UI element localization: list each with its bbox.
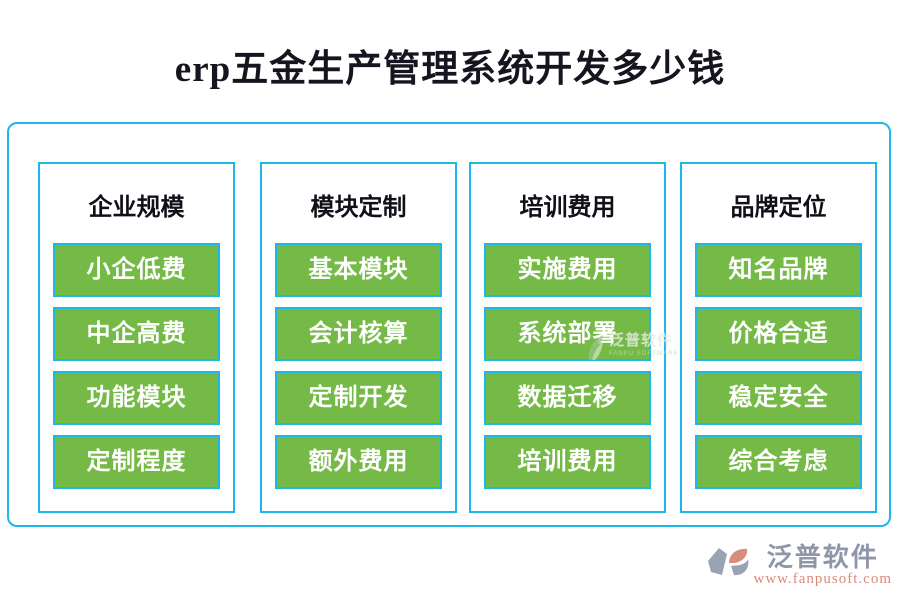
fanpu-website-text: www.fanpusoft.com	[753, 571, 892, 587]
item-box: 中企高费	[53, 307, 220, 361]
item-box: 知名品牌	[695, 243, 862, 297]
item-box: 系统部署	[484, 307, 651, 361]
fanpu-brand-text: 泛普软件	[766, 543, 879, 572]
item-box: 数据迁移	[484, 371, 651, 425]
column-header: 模块定制	[310, 195, 407, 221]
item-box: 基本模块	[275, 243, 442, 297]
column-header: 品牌定位	[730, 195, 827, 221]
column-module-customization: 模块定制 基本模块 会计核算 定制开发 额外费用	[260, 162, 457, 513]
diagram-frame: 企业规模 小企低费 中企高费 功能模块 定制程度 模块定制 基本模块 会计核算 …	[7, 122, 891, 527]
column-header: 培训费用	[519, 195, 616, 221]
item-box: 定制开发	[275, 371, 442, 425]
item-box: 价格合适	[695, 307, 862, 361]
column-enterprise-scale: 企业规模 小企低费 中企高费 功能模块 定制程度	[38, 162, 235, 513]
item-box: 综合考虑	[695, 435, 862, 489]
column-training-cost: 培训费用 实施费用 系统部署 数据迁移 培训费用	[469, 162, 666, 513]
fanpu-logo: 泛普软件 www.fanpusoft.com	[707, 545, 892, 592]
item-box: 实施费用	[484, 243, 651, 297]
item-box: 会计核算	[275, 307, 442, 361]
fanpu-logo-texts: 泛普软件 www.fanpusoft.com	[753, 545, 892, 588]
item-box: 功能模块	[53, 371, 220, 425]
columns-row: 企业规模 小企低费 中企高费 功能模块 定制程度 模块定制 基本模块 会计核算 …	[9, 162, 889, 513]
item-box: 额外费用	[275, 435, 442, 489]
item-box: 稳定安全	[695, 371, 862, 425]
item-box: 培训费用	[484, 435, 651, 489]
page-title: erp五金生产管理系统开发多少钱	[174, 49, 726, 90]
item-box: 小企低费	[53, 243, 220, 297]
item-box: 定制程度	[53, 435, 220, 489]
fanpu-logo-icon	[707, 545, 751, 592]
column-header: 企业规模	[88, 195, 185, 221]
column-brand-positioning: 品牌定位 知名品牌 价格合适 稳定安全 综合考虑	[680, 162, 877, 513]
